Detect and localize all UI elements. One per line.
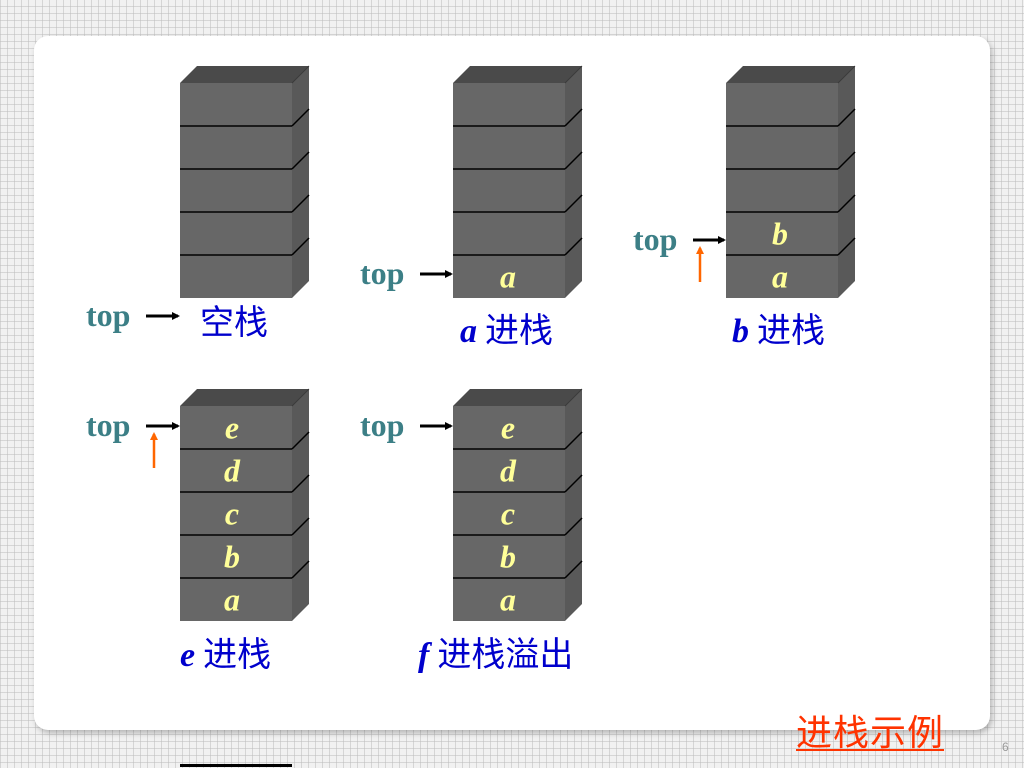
stack-front-face bbox=[726, 83, 838, 298]
stack-side-face bbox=[292, 66, 309, 298]
stack-edge bbox=[291, 388, 310, 407]
stack-item: d bbox=[224, 453, 241, 489]
slot-divider-side bbox=[291, 237, 310, 256]
slot-divider-side bbox=[837, 194, 856, 213]
caption-text: 空栈 bbox=[200, 303, 268, 343]
caption-variable: b bbox=[732, 313, 749, 350]
stack-item: d bbox=[500, 453, 517, 489]
caption-text: 进栈溢出 bbox=[437, 635, 573, 675]
slot-divider-side bbox=[291, 560, 310, 579]
slot-divider-side bbox=[291, 194, 310, 213]
slot-divider-side bbox=[837, 108, 856, 127]
stack-top-face bbox=[180, 389, 309, 406]
caption-text: 进栈 bbox=[485, 311, 553, 351]
stack-front-face bbox=[180, 406, 292, 621]
stack-side-face bbox=[565, 66, 582, 298]
stack-item: b bbox=[772, 216, 788, 252]
caption-text: 进栈 bbox=[757, 311, 825, 351]
footer-line bbox=[180, 764, 292, 767]
stack-edge bbox=[564, 388, 583, 407]
slot-divider-side bbox=[564, 560, 583, 579]
slot-divider-side bbox=[564, 108, 583, 127]
stack-side-face bbox=[838, 66, 855, 298]
slot-divider-side bbox=[564, 194, 583, 213]
slot-divider-side bbox=[291, 151, 310, 170]
stack-side-face bbox=[565, 389, 582, 621]
slot-divider-side bbox=[564, 474, 583, 493]
stack-top-face bbox=[180, 66, 309, 83]
page-number: 6 bbox=[1002, 740, 1009, 754]
slot-divider-side bbox=[291, 431, 310, 450]
top-pointer-label: top bbox=[360, 407, 404, 443]
stack-item: e bbox=[225, 410, 239, 446]
caption-variable: a bbox=[460, 313, 477, 350]
stack-item: b bbox=[224, 539, 240, 575]
stack-item: a bbox=[772, 259, 788, 295]
stack-edge bbox=[564, 65, 583, 84]
stack-side-face bbox=[292, 389, 309, 621]
stack-front-face bbox=[453, 406, 565, 621]
stack-edge bbox=[837, 65, 856, 84]
stack-item: a bbox=[500, 259, 516, 295]
stack-top-face bbox=[453, 66, 582, 83]
caption-text: 进栈 bbox=[203, 635, 271, 675]
slot-divider-side bbox=[564, 517, 583, 536]
slot-divider-side bbox=[837, 237, 856, 256]
stack-item: b bbox=[500, 539, 516, 575]
top-pointer-label: top bbox=[633, 221, 677, 257]
slot-divider-side bbox=[564, 431, 583, 450]
top-pointer-label: top bbox=[86, 407, 130, 443]
slot-divider-side bbox=[837, 151, 856, 170]
stack-top-face bbox=[726, 66, 855, 83]
slot-divider-side bbox=[291, 517, 310, 536]
top-pointer-label: top bbox=[86, 297, 130, 333]
stack-item: e bbox=[501, 410, 515, 446]
stack-caption: 空栈 bbox=[200, 303, 268, 343]
stack-top-face bbox=[453, 389, 582, 406]
stack-front-face bbox=[453, 83, 565, 298]
slot-divider-side bbox=[564, 237, 583, 256]
stack-item: c bbox=[501, 496, 515, 532]
stack-empty: top 空栈 bbox=[86, 65, 310, 343]
slot-divider-side bbox=[291, 474, 310, 493]
slot-divider-side bbox=[291, 108, 310, 127]
caption-variable: e bbox=[180, 637, 195, 674]
slot-divider-side bbox=[564, 151, 583, 170]
stack-item: a bbox=[224, 582, 240, 618]
stack-edge bbox=[291, 65, 310, 84]
caption-variable: f bbox=[418, 637, 433, 674]
slide-title[interactable]: 进栈示例 bbox=[796, 713, 945, 754]
stack-front-face bbox=[180, 83, 292, 298]
top-pointer-label: top bbox=[360, 255, 404, 291]
stack-item: c bbox=[225, 496, 239, 532]
stack-item: a bbox=[500, 582, 516, 618]
